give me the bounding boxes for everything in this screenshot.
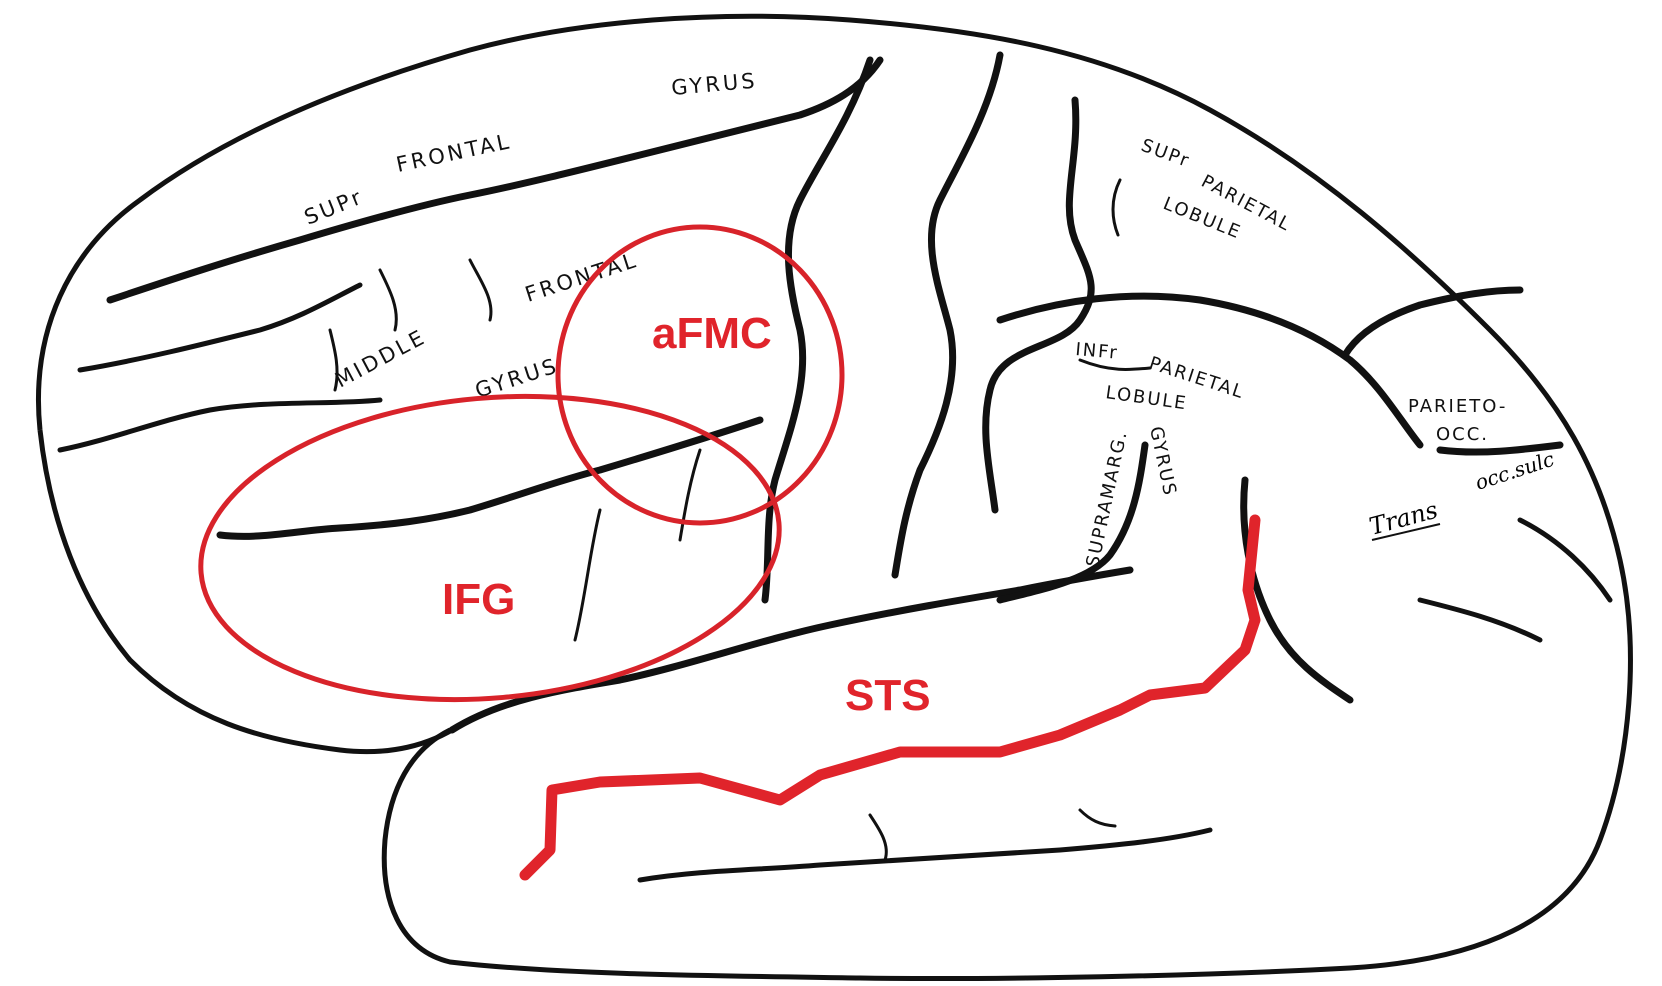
label-trans: Trans [1366, 496, 1440, 541]
parieto-occipital-sulcus [1345, 290, 1520, 355]
afmc-label: aFMC [652, 309, 772, 358]
middle-temporal-sulcus [640, 830, 1210, 880]
label-occ: OCC. [1436, 424, 1489, 445]
sulci [60, 55, 1610, 880]
minor-sulcus-5 [680, 450, 700, 540]
brain-outline-upper [38, 16, 1630, 978]
label-sup-frontal-frontal: FRONTAL [394, 129, 514, 177]
occipital-sulcus-1 [1420, 600, 1540, 640]
minor-sulcus-2 [470, 260, 491, 320]
label-supramarg-gyrus: GYRUS [1145, 425, 1180, 499]
label-sup-frontal-gyrus: GYRUS [670, 69, 758, 100]
minor-sulcus-9 [1080, 810, 1115, 826]
minor-sulcus-8 [870, 815, 886, 860]
central-sulcus [895, 55, 1000, 575]
label-middle-frontal-middle: MIDDLE [331, 324, 430, 392]
label-sup-parietal-sup: SUPr [1138, 135, 1193, 172]
label-parieto: PARIETO- [1408, 396, 1507, 417]
superior-frontal-sulcus [110, 60, 880, 300]
minor-sulcus-4 [575, 510, 600, 640]
ifg-label: IFG [442, 575, 515, 624]
occipital-sulcus-2 [1520, 520, 1610, 600]
minor-sulcus-1 [380, 270, 396, 330]
sulcus-b [60, 400, 380, 450]
ifg-region-ellipse [188, 373, 792, 722]
sts-label: STS [845, 671, 931, 720]
angular-sulcus [1244, 480, 1350, 700]
label-inf-parietal-inf: INFr [1075, 339, 1120, 364]
label-supramarg: SUPRAMARG. [1082, 428, 1132, 569]
brain-outline [38, 16, 1630, 978]
minor-sulcus-6 [1113, 180, 1120, 235]
label-inf-parietal-lobule: LOBULE [1104, 382, 1189, 414]
